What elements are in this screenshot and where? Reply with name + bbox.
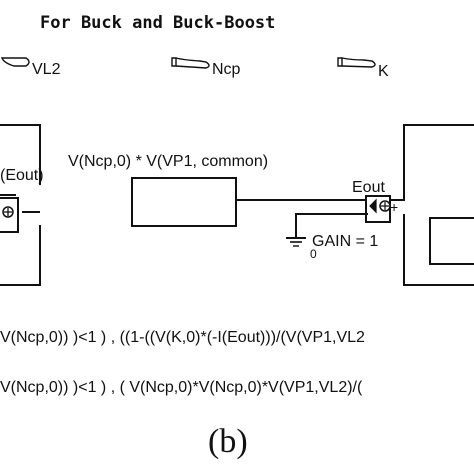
connector-vl2-icon bbox=[0, 57, 30, 67]
left-source-label: (Eout) bbox=[0, 167, 44, 184]
equation-line-1: V(Ncp,0)) )<1 ) , ((1-((V(K,0)*(-I(Eout)… bbox=[0, 329, 365, 346]
center-expression-block bbox=[131, 177, 237, 227]
equation-line-2: V(Ncp,0)) )<1 ) , ( V(Ncp,0)*V(Ncp,0)*V(… bbox=[0, 379, 363, 396]
ground-label: 0 bbox=[310, 247, 317, 261]
connector-label-ncp: Ncp bbox=[212, 61, 241, 78]
connector-label-vl2: VL2 bbox=[32, 61, 61, 78]
center-expression-label: V(Ncp,0) * V(VP1, common) bbox=[68, 153, 268, 170]
connector-ncp-icon bbox=[171, 57, 210, 69]
right-top-wire bbox=[390, 124, 474, 201]
connector-k-icon bbox=[337, 57, 376, 68]
right-block bbox=[429, 217, 474, 265]
eout-plus-symbol: + bbox=[390, 199, 398, 215]
gain-label: GAIN = 1 bbox=[312, 233, 378, 250]
left-block bbox=[0, 124, 41, 286]
connector-label-k: K bbox=[378, 63, 389, 80]
eout-label: Eout bbox=[352, 179, 385, 196]
figure-caption: (b) bbox=[208, 423, 248, 460]
right-bottom-wire bbox=[403, 214, 474, 286]
ground-wire bbox=[295, 213, 368, 238]
ground-icon bbox=[286, 237, 306, 247]
schematic-title: For Buck and Buck-Boost bbox=[40, 13, 275, 33]
left-source-icon bbox=[0, 197, 19, 233]
eout-source-icon bbox=[365, 195, 391, 223]
